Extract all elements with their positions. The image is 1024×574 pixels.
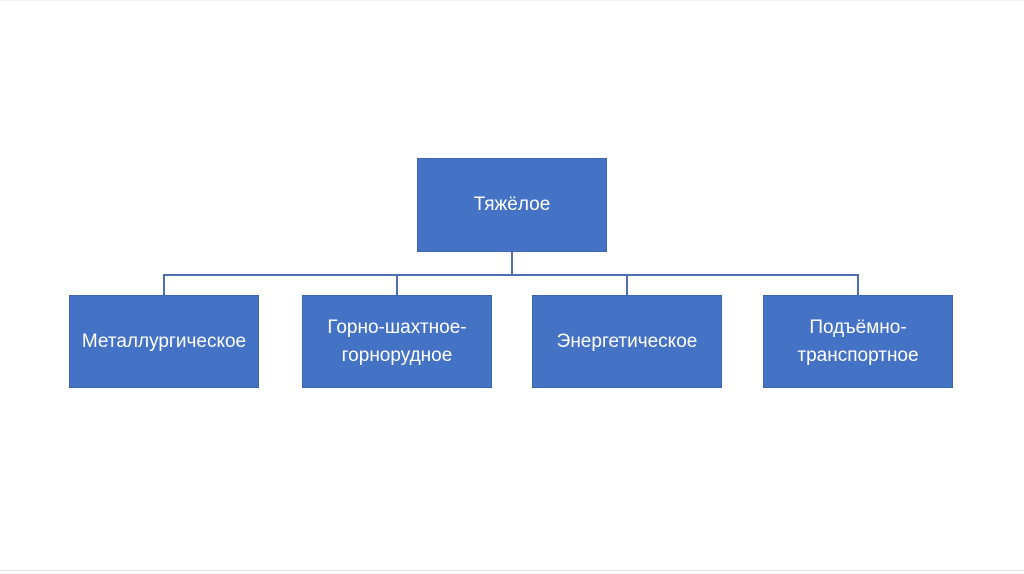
org-node-metallurgical-label: Металлургическое: [81, 330, 247, 352]
connector-stub-lifting: [857, 274, 859, 296]
org-node-root: Тяжёлое: [417, 158, 607, 252]
org-node-energy: Энергетическое: [532, 295, 722, 388]
org-node-root-label: Тяжёлое: [473, 194, 551, 216]
connector-horizontal-rail: [164, 274, 859, 276]
connector-stub-metallurgical: [163, 274, 165, 296]
slide-edge-bottom: [0, 570, 1024, 571]
connector-stub-energy: [626, 274, 628, 296]
org-node-mining: Горно-шахтное-горнорудное: [302, 295, 492, 388]
org-node-energy-label: Энергетическое: [556, 330, 698, 352]
connector-stub-mining: [396, 274, 398, 296]
connector-root-drop: [511, 252, 513, 275]
org-node-lifting: Подъёмно-транспортное: [763, 295, 953, 388]
slide-edge-top: [0, 0, 1024, 1]
org-node-metallurgical: Металлургическое: [69, 295, 259, 388]
org-node-lifting-label: Подъёмно-транспортное: [797, 316, 919, 366]
org-node-mining-label: Горно-шахтное-горнорудное: [327, 316, 467, 366]
